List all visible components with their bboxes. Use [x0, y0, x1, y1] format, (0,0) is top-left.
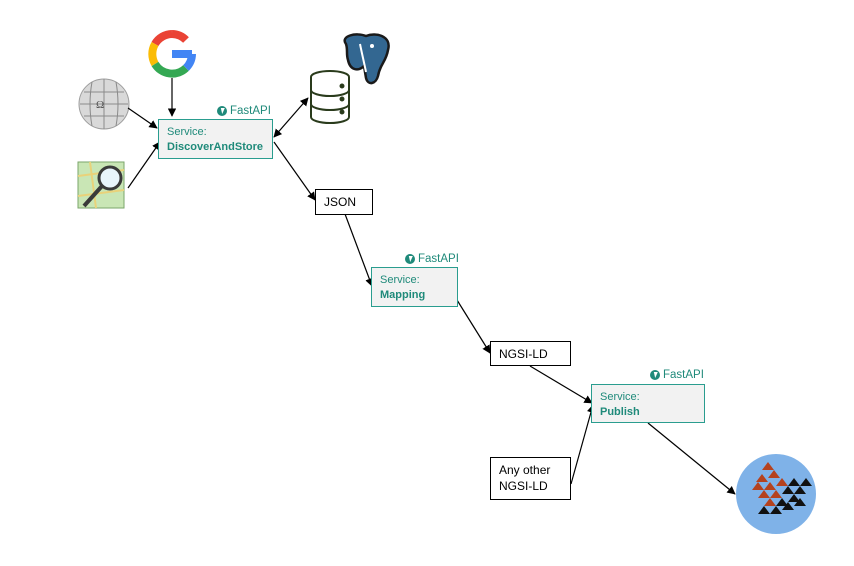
service-mapping: Service: Mapping [371, 267, 458, 307]
wikipedia-icon: Ω [78, 78, 130, 130]
service-name: Publish [600, 406, 640, 418]
google-icon [148, 30, 196, 78]
service-publish: Service: Publish [591, 384, 705, 423]
arrow-discover-to-json [273, 141, 316, 201]
any-other-ngsi-ld-box: Any other NGSI-LD [490, 457, 571, 500]
fastapi-icon [405, 254, 415, 264]
service-name: Mapping [380, 289, 426, 301]
arrow-other-to-publish [570, 404, 596, 485]
fastapi-icon [650, 370, 660, 380]
fiware-icon [736, 454, 816, 534]
ngsi-ld-box: NGSI-LD [490, 341, 571, 366]
openstreetmap-icon [77, 161, 125, 209]
service-prefix: Service: [167, 126, 207, 138]
postgresql-icon [343, 33, 390, 85]
fastapi-badge-mapping: FastAPI [405, 253, 459, 265]
json-box: JSON [315, 189, 373, 215]
database-icon [310, 70, 350, 124]
arrow-osm-to-discover [127, 141, 161, 189]
arrow-ngsild-to-publish [529, 365, 593, 404]
service-prefix: Service: [380, 274, 420, 286]
service-prefix: Service: [600, 391, 640, 403]
arrow-publish-to-fiware [647, 422, 736, 495]
fastapi-icon [217, 106, 227, 116]
service-name: DiscoverAndStore [167, 141, 263, 153]
svg-text:Ω: Ω [96, 99, 104, 111]
fastapi-badge-discover: FastAPI [217, 105, 271, 117]
arrow-discover-database [273, 97, 309, 138]
arrow-json-to-mapping [344, 213, 374, 287]
fastapi-badge-publish: FastAPI [650, 369, 704, 381]
arrow-mapping-to-ngsild [456, 299, 491, 354]
service-discover-and-store: Service: DiscoverAndStore [158, 119, 273, 159]
arrow-wikipedia-to-discover [127, 107, 158, 129]
